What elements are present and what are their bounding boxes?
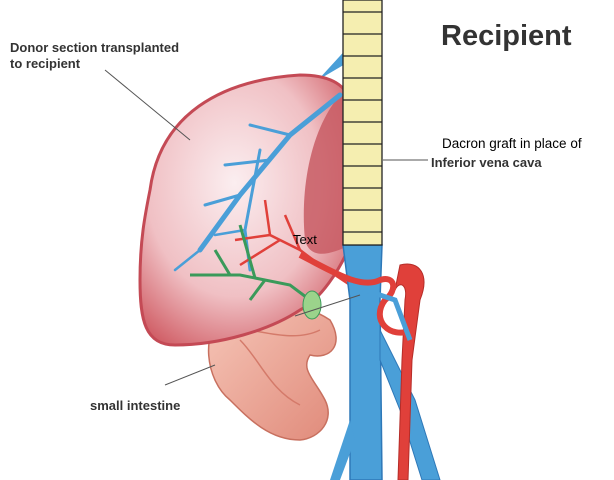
donor-label-line2: to recipient (10, 56, 81, 71)
portal-veins (173, 92, 343, 272)
donor-label-line1: Donor section transplanted (10, 40, 180, 55)
aorta (394, 263, 425, 480)
graft-label-line1: Dacron graft in place of (442, 136, 582, 151)
small-intestine-label: small intestine (90, 398, 181, 413)
cut-surface (303, 95, 350, 254)
page-title: Recipient (441, 20, 572, 52)
donor-section-label: Donor section transplanted to recipient (10, 40, 179, 72)
small-intestine (207, 303, 337, 441)
anastomosis-bile (302, 290, 322, 320)
graft-label-line2: Inferior vena cava (431, 155, 542, 170)
bile-ducts (190, 224, 311, 302)
leader-lines (104, 69, 428, 386)
text-marker: Text (293, 232, 317, 247)
graft-rings (343, 11, 382, 233)
